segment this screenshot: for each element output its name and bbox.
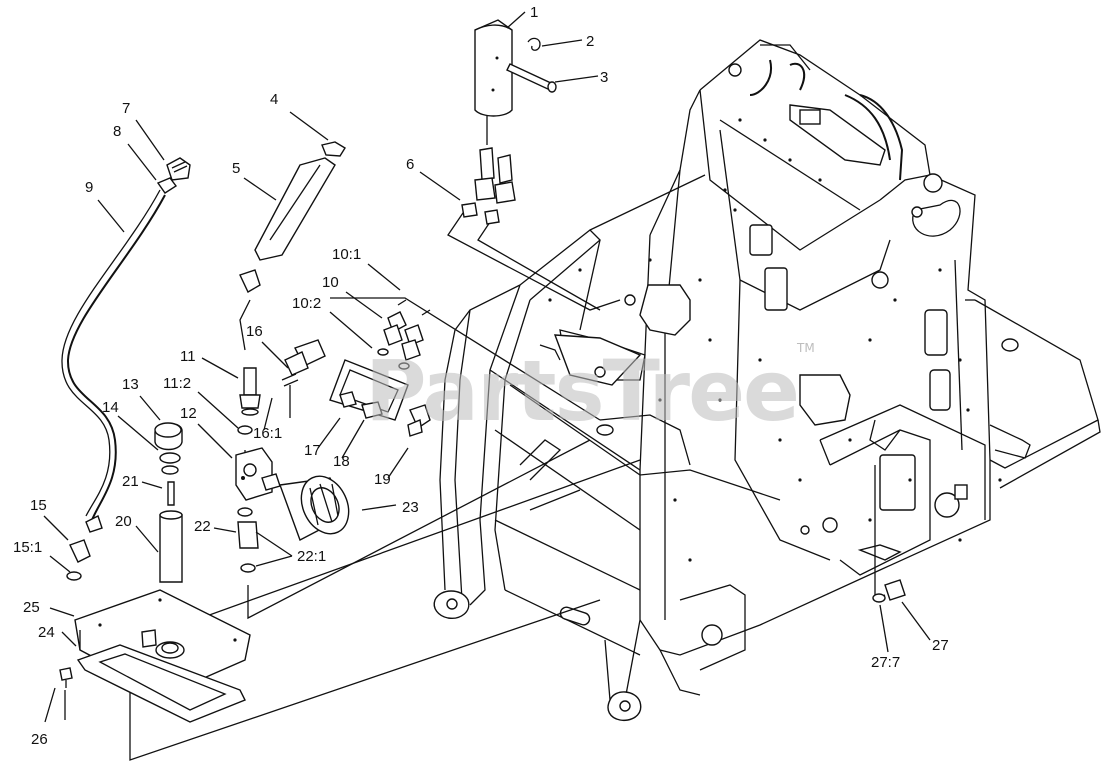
callout-label-26[interactable]: 26 <box>31 731 48 748</box>
frame-bolt-holes <box>548 118 1002 562</box>
part-cap-4 <box>321 141 346 157</box>
part-tube-1 <box>474 19 513 117</box>
callout-label-27[interactable]: 27 <box>932 637 949 654</box>
callout-label-17[interactable]: 17 <box>304 442 321 459</box>
callout-label-8[interactable]: 8 <box>113 123 121 140</box>
part-fitting-19 <box>407 404 431 437</box>
part-cylinder-5 <box>239 157 336 293</box>
callout-label-23[interactable]: 23 <box>402 499 419 516</box>
callout-label-12[interactable]: 12 <box>180 405 197 422</box>
part-tube-9 <box>61 189 166 521</box>
part-screw-26 <box>59 667 73 688</box>
callout-label-2[interactable]: 2 <box>586 33 594 50</box>
callout-label-11[interactable]: 11 <box>180 348 196 365</box>
callout-label-3[interactable]: 3 <box>600 69 608 86</box>
callout-label-18[interactable]: 18 <box>333 453 350 470</box>
machine-frame <box>433 39 1101 722</box>
part-fitting-15 <box>66 515 103 581</box>
part-gasket-24 <box>76 644 246 723</box>
callout-label-15[interactable]: 15 <box>30 497 47 514</box>
callout-label-9[interactable]: 9 <box>85 179 93 196</box>
callout-label-25[interactable]: 25 <box>23 599 40 616</box>
callout-label-27-7[interactable]: 27:7 <box>871 654 900 671</box>
part-filter-23 <box>279 475 350 541</box>
part-spacer-18 <box>361 401 383 419</box>
callout-label-19[interactable]: 19 <box>374 471 391 488</box>
callout-label-5[interactable]: 5 <box>232 160 240 177</box>
part-screen-21 <box>167 481 175 506</box>
part-pin-3 <box>506 63 557 93</box>
part-fittings-6 <box>461 147 516 225</box>
callout-label-16-1[interactable]: 16:1 <box>253 425 282 442</box>
part-fitting-22 <box>237 507 259 573</box>
part-cap-13 <box>154 422 183 451</box>
part-fitting-16 <box>281 339 326 387</box>
callout-label-14[interactable]: 14 <box>102 399 119 416</box>
callout-label-10-2[interactable]: 10:2 <box>292 295 321 312</box>
callout-label-4[interactable]: 4 <box>270 91 278 108</box>
callout-label-7[interactable]: 7 <box>122 100 130 117</box>
callout-label-1[interactable]: 1 <box>530 4 538 21</box>
callout-label-13[interactable]: 13 <box>122 376 139 393</box>
callout-label-20[interactable]: 20 <box>115 513 132 530</box>
part-neck-20 <box>159 510 183 583</box>
part-fitting-11 <box>237 367 261 435</box>
callout-label-22-1[interactable]: 22:1 <box>297 548 326 565</box>
part-clip-2 <box>527 37 541 51</box>
callout-label-16[interactable]: 16 <box>246 323 263 340</box>
callout-label-11-2[interactable]: 11:2 <box>163 375 191 392</box>
callout-label-15-1[interactable]: 15:1 <box>13 539 42 556</box>
part-gasket-14 <box>159 452 181 475</box>
part-nut-8 <box>156 177 178 194</box>
part-fitting-10 <box>377 299 431 370</box>
watermark-text: PartsTree <box>365 342 798 440</box>
watermark-trademark: TM <box>796 341 815 355</box>
part-cap-7 <box>166 157 191 181</box>
callout-label-24[interactable]: 24 <box>38 624 55 641</box>
callout-label-10-1[interactable]: 10:1 <box>332 246 361 263</box>
part-valve-12 <box>235 447 281 501</box>
callout-label-21[interactable]: 21 <box>122 473 139 490</box>
part-bracket-17 <box>329 359 409 421</box>
callout-leaders <box>43 11 931 723</box>
callout-label-6[interactable]: 6 <box>406 156 414 173</box>
part-plug-27 <box>872 579 906 603</box>
callout-label-10[interactable]: 10 <box>322 274 339 291</box>
callout-label-22[interactable]: 22 <box>194 518 211 535</box>
